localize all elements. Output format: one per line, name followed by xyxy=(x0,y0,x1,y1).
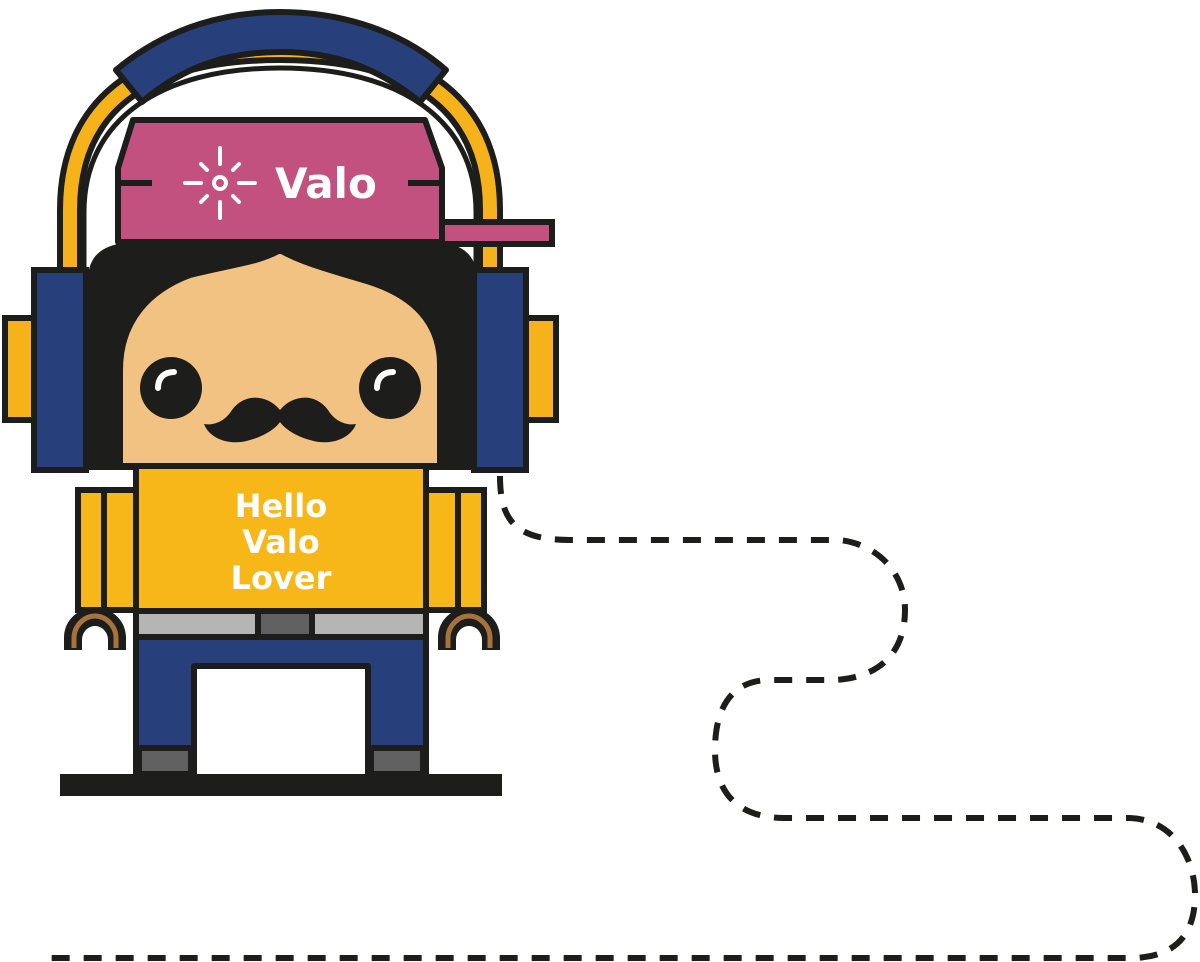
right-shoe xyxy=(368,745,426,777)
shirt-line-3: Lover xyxy=(231,559,332,597)
left-earcup xyxy=(2,267,89,473)
cap: Valo xyxy=(115,117,445,245)
cap-brand-text: Valo xyxy=(275,159,377,208)
belt-buckle xyxy=(255,608,315,640)
shirt-line-1: Hello xyxy=(235,487,327,525)
mustache xyxy=(204,397,356,443)
face xyxy=(117,247,443,469)
left-hand xyxy=(64,608,126,650)
left-arm xyxy=(64,487,141,650)
right-hand xyxy=(438,608,500,650)
sun-logo-icon xyxy=(183,146,257,220)
headphones-icon xyxy=(57,9,503,270)
cap-strap xyxy=(437,219,555,247)
right-arm xyxy=(421,487,500,650)
right-earcup xyxy=(471,267,559,473)
left-shoe xyxy=(136,745,194,777)
left-eye xyxy=(140,357,202,419)
cable-icon xyxy=(40,475,1199,961)
shirt-line-2: Valo xyxy=(242,523,320,561)
belt xyxy=(133,608,429,640)
right-eye xyxy=(359,357,421,419)
shirt xyxy=(133,463,429,614)
ground xyxy=(60,774,502,796)
